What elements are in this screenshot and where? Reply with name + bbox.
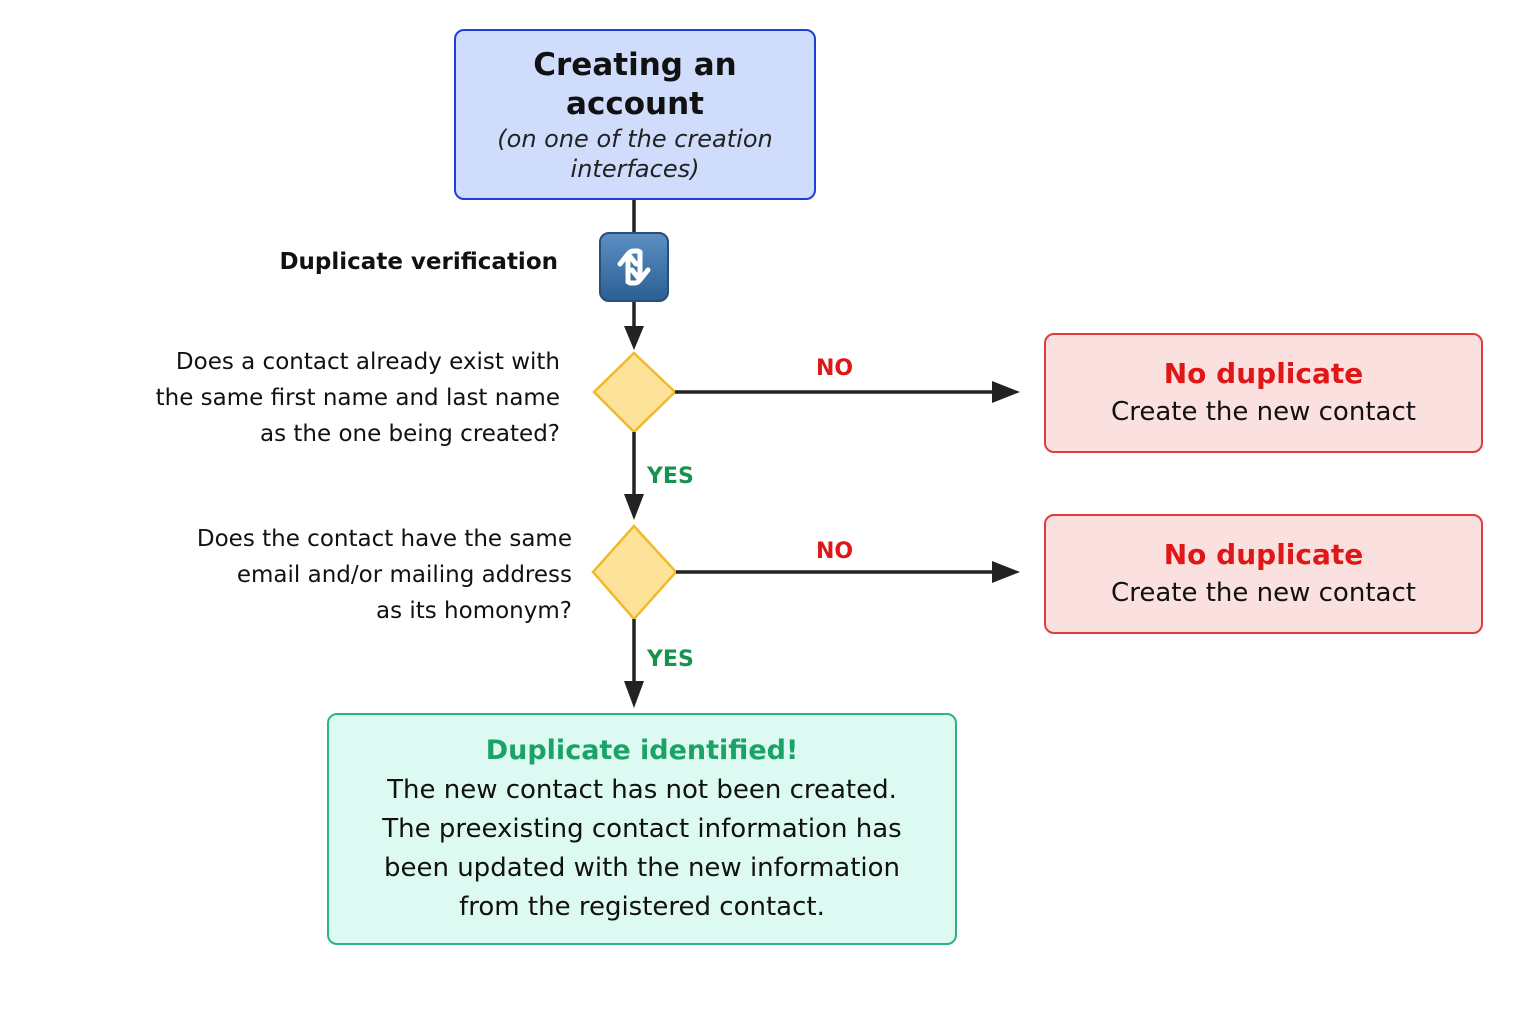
result-duplicate-identified: Duplicate identified! The new contact ha… <box>327 713 957 945</box>
start-node: Creating an account (on one of the creat… <box>454 29 816 200</box>
question2-line2: email and/or mailing address <box>236 562 572 588</box>
start-subtitle-line2: interfaces) <box>570 154 700 183</box>
start-title-line2: account <box>566 85 704 122</box>
result-duplicate-title: Duplicate identified! <box>485 735 799 766</box>
sync-arrows-icon <box>599 232 669 302</box>
decision-diamond-1 <box>592 351 677 434</box>
result-no-duplicate-1: No duplicate Create the new contact <box>1044 333 1483 453</box>
arrowhead-no-2 <box>992 561 1020 583</box>
start-title-line1: Creating an <box>533 46 737 83</box>
question2-line1: Does the contact have the same <box>196 526 572 552</box>
verification-label: Duplicate verification <box>279 249 558 275</box>
result-duplicate-text: The new contact has not been created. Th… <box>382 775 902 922</box>
question1-line1: Does a contact already exist with <box>175 349 560 375</box>
arrowhead-question1 <box>624 326 644 350</box>
result-no-duplicate-2: No duplicate Create the new contact <box>1044 514 1483 634</box>
sync-arrows-glyph <box>617 248 651 286</box>
arrowhead-yes-2 <box>624 681 644 708</box>
question1-line2: the same first name and last name <box>155 385 560 411</box>
question2-text: Does the contact have the same email and… <box>150 521 572 629</box>
result-no-duplicate-2-title: No duplicate <box>1163 538 1364 571</box>
start-subtitle-line1: (on one of the creation <box>497 124 773 153</box>
edge-label-yes-1: YES <box>647 464 694 489</box>
arrowhead-no-1 <box>992 381 1020 403</box>
result-no-duplicate-2-text: Create the new contact <box>1111 578 1416 608</box>
result-no-duplicate-1-title: No duplicate <box>1163 357 1364 390</box>
edge-label-no-2: NO <box>816 539 854 564</box>
decision-diamond-2 <box>591 524 678 621</box>
edge-label-no-1: NO <box>816 356 854 381</box>
edge-label-yes-2: YES <box>647 647 694 672</box>
question1-text: Does a contact already exist with the sa… <box>120 344 560 452</box>
question1-line3: as the one being created? <box>260 421 560 447</box>
arrowhead-yes-1 <box>624 494 644 520</box>
result-no-duplicate-1-text: Create the new contact <box>1111 397 1416 427</box>
question2-line3: as its homonym? <box>375 598 572 624</box>
